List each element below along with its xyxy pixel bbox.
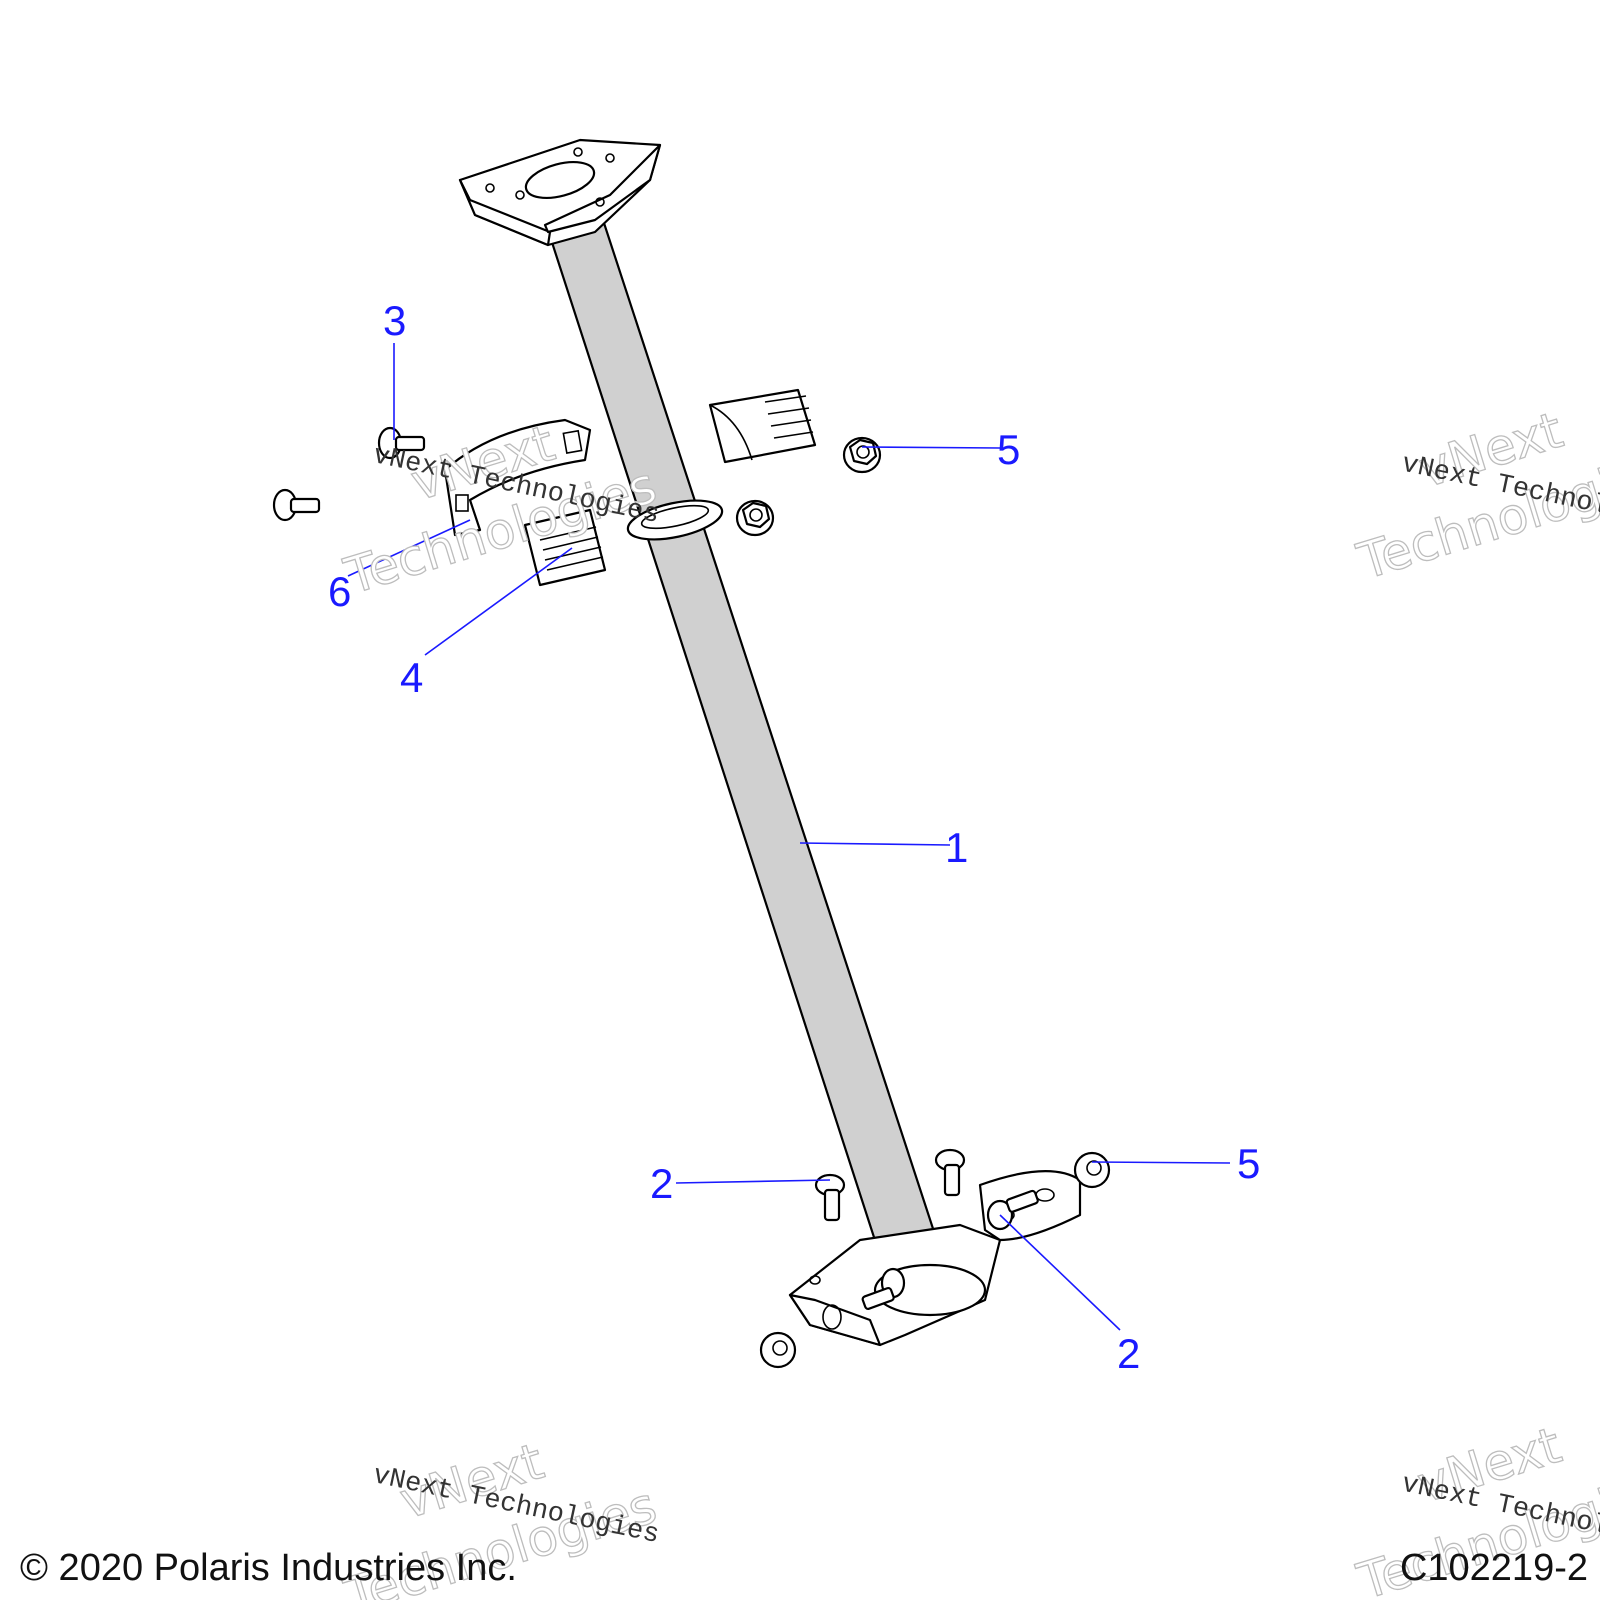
flange-nut-upper-mid <box>735 499 775 537</box>
bolt-top-left-upper <box>377 426 426 460</box>
copyright-text: © 2020 Polaris Industries Inc. <box>20 1547 517 1589</box>
callout-4: 4 <box>400 654 423 701</box>
flange-nut-lower-left <box>759 1331 797 1369</box>
callout-labels: 1 2 2 3 4 5 5 6 <box>328 297 1260 1377</box>
callout-2-right: 2 <box>1117 1330 1140 1377</box>
callout-5-lower: 5 <box>1237 1140 1260 1187</box>
callout-3: 3 <box>383 297 406 344</box>
ribbed-bushing-right <box>708 388 817 464</box>
flange-nut-lower-right <box>1073 1151 1111 1189</box>
bolt-top-left-lower <box>272 488 321 522</box>
callout-2-left: 2 <box>650 1160 673 1207</box>
drawing-code: C102219-2 <box>1400 1547 1588 1589</box>
top-mounting-bracket <box>458 138 662 247</box>
flange-nut-upper-right <box>842 436 882 474</box>
shaft-collar <box>626 499 724 541</box>
bolt-bottom-left <box>814 1173 846 1222</box>
ribbed-bushing-left <box>523 508 607 587</box>
leader-lines <box>347 343 1231 1331</box>
steering-column-shaft <box>546 218 942 1264</box>
callout-6: 6 <box>328 568 351 615</box>
bushing-clamp <box>443 418 592 537</box>
callout-5-upper: 5 <box>997 426 1020 473</box>
bolt-bottom-mid <box>934 1148 966 1197</box>
callout-1: 1 <box>945 824 968 871</box>
bolt-bottom-inner <box>861 1267 906 1310</box>
